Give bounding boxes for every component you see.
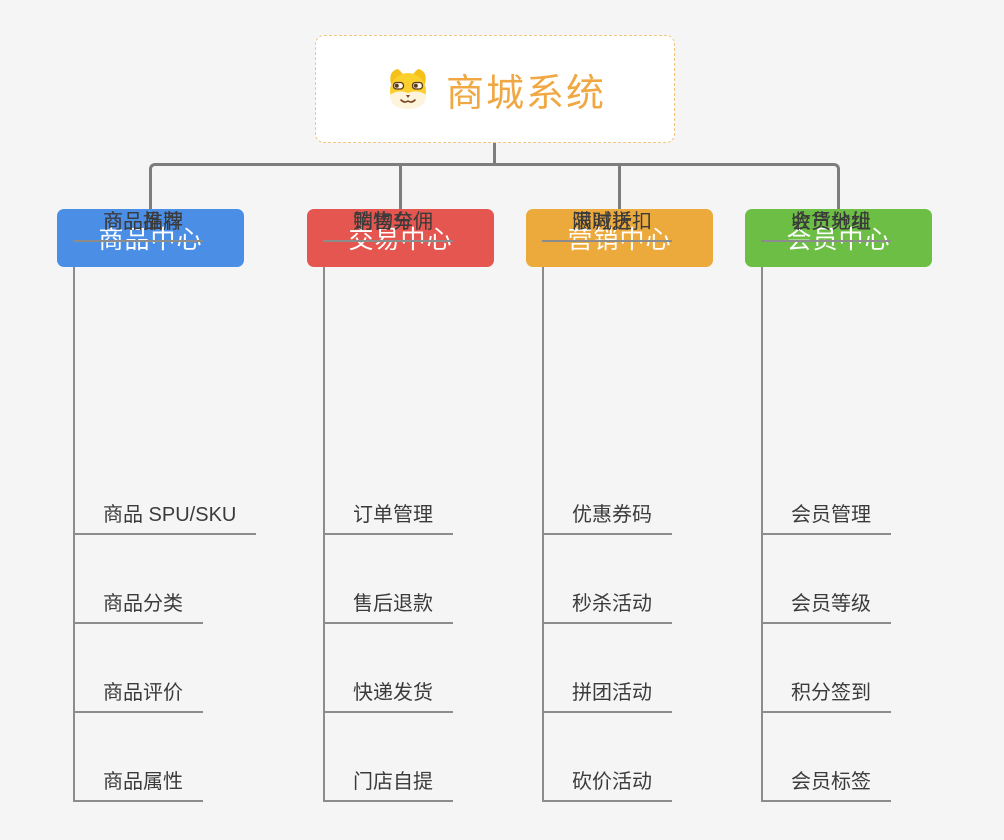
mindmap-item[interactable]: 快递发货 [323, 680, 453, 713]
connector-bracket-right [494, 163, 840, 209]
mindmap-item[interactable]: 秒杀活动 [542, 591, 672, 624]
branch-trade-center: 交易中心 订单管理 售后退款 快递发货 门店自提 购物车 销售分佣 [307, 209, 557, 809]
mindmap-item[interactable]: 优惠券码 [542, 502, 672, 535]
mindmap-item[interactable]: 会员等级 [761, 591, 891, 624]
mindmap-item[interactable]: 订单管理 [323, 502, 453, 535]
branch-product-center: 商品中心 商品 SPU/SKU 商品分类 商品评价 商品属性 商品推荐 商品品牌 [57, 209, 307, 809]
mindmap-item[interactable]: 销售分佣 [323, 209, 453, 242]
mindmap-item[interactable]: 售后退款 [323, 591, 453, 624]
mindmap-item[interactable]: 拼团活动 [542, 680, 672, 713]
mindmap-item[interactable]: 满减送 [542, 209, 652, 242]
mindmap-item[interactable]: 商品 SPU/SKU [73, 502, 257, 535]
root-node[interactable]: 商城系统 [315, 35, 675, 143]
mindmap-item[interactable]: 积分签到 [761, 680, 891, 713]
dog-icon [384, 66, 432, 112]
branch-marketing-center: 营销中心 优惠券码 秒杀活动 拼团活动 砍价活动 限时折扣 满减送 [526, 209, 776, 809]
mindmap-item[interactable]: 砍价活动 [542, 769, 672, 802]
connector-bracket-left [149, 163, 494, 209]
connector-drop-marketing [618, 163, 621, 209]
branch-member-center: 会员中心 会员管理 会员等级 积分签到 会员标签 会员分组 收货地址 [745, 209, 995, 809]
mindmap-item[interactable]: 商品品牌 [73, 209, 203, 242]
mindmap-item[interactable]: 收货地址 [761, 209, 891, 242]
mindmap-item[interactable]: 商品属性 [73, 769, 203, 802]
mindmap-item[interactable]: 商品分类 [73, 591, 203, 624]
connector-drop-trade [399, 163, 402, 209]
mindmap-item[interactable]: 商品评价 [73, 680, 203, 713]
mindmap-item[interactable]: 会员标签 [761, 769, 891, 802]
mindmap-item[interactable]: 门店自提 [323, 769, 453, 802]
connector-root-stem [493, 140, 496, 166]
mindmap-item[interactable]: 会员管理 [761, 502, 891, 535]
root-title: 商城系统 [445, 72, 606, 115]
